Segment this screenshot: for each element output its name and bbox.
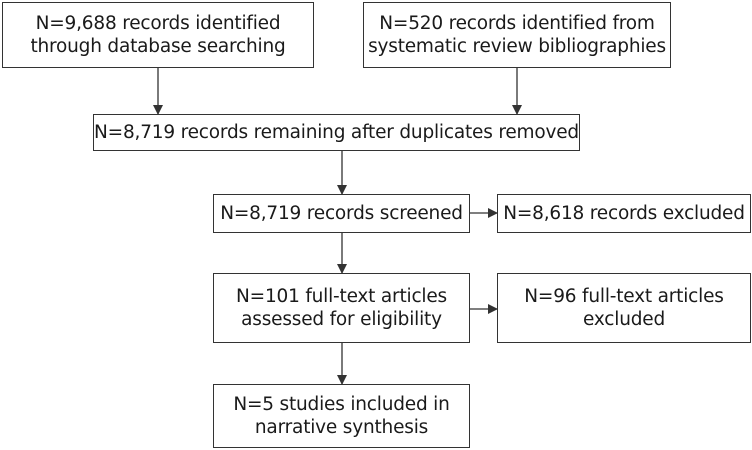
box-included-line-1: N=5 studies included in (233, 394, 450, 415)
box-bibliographies-line-2: systematic review bibliographies (368, 36, 666, 57)
box-excluded-records-line-1: N=8,618 records excluded (503, 203, 745, 224)
box-full-text-excluded: N=96 full-text articles excluded (497, 273, 751, 343)
box-included: N=5 studies included in narrative synthe… (213, 384, 470, 448)
box-database-search: N=9,688 records identified through datab… (2, 2, 314, 68)
box-duplicates-removed-line-1: N=8,719 records remaining after duplicat… (94, 122, 579, 143)
box-included-line-2: narrative synthesis (254, 417, 429, 438)
box-bibliographies-line-1: N=520 records identified from (379, 13, 655, 34)
box-database-search-line-2: through database searching (30, 36, 286, 57)
box-full-text-excluded-line-1: N=96 full-text articles (524, 286, 724, 307)
box-full-text-assessed-line-2: assessed for eligibility (241, 309, 442, 330)
box-excluded-records: N=8,618 records excluded (497, 194, 751, 233)
box-screened-line-1: N=8,719 records screened (220, 203, 463, 224)
box-screened: N=8,719 records screened (213, 194, 470, 233)
box-full-text-assessed-line-1: N=101 full-text articles (236, 286, 447, 307)
box-bibliographies: N=520 records identified from systematic… (363, 2, 671, 68)
box-full-text-excluded-line-2: excluded (583, 309, 665, 330)
box-database-search-line-1: N=9,688 records identified (35, 13, 281, 34)
box-duplicates-removed: N=8,719 records remaining after duplicat… (93, 114, 580, 151)
box-full-text-assessed: N=101 full-text articles assessed for el… (213, 273, 470, 343)
